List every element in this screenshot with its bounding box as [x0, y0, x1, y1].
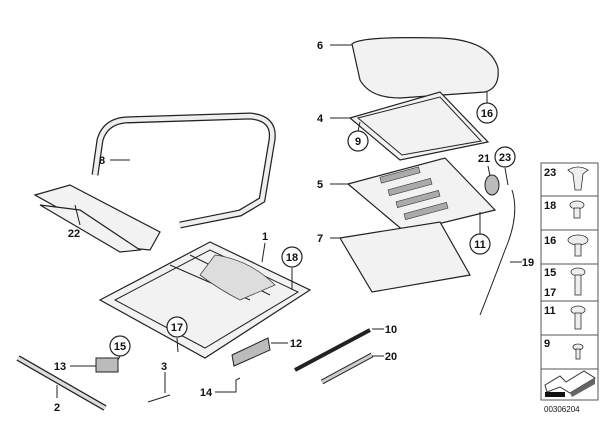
callout-18[interactable]: 18: [286, 252, 298, 264]
callout-17[interactable]: 17: [171, 322, 183, 334]
part-19-drain-hose[interactable]: [479, 189, 516, 316]
part-14-bracket[interactable]: [230, 377, 241, 393]
callout-8[interactable]: 8: [99, 155, 105, 167]
callout-6[interactable]: 6: [317, 40, 323, 52]
part-22-crossmember[interactable]: [33, 184, 161, 253]
clip-icon: [567, 166, 589, 191]
callout-16[interactable]: 16: [481, 108, 493, 120]
callout-11[interactable]: 11: [474, 239, 486, 251]
part-4-seal[interactable]: [348, 91, 490, 161]
callout-10[interactable]: 10: [385, 324, 397, 336]
part-13-motor[interactable]: [95, 357, 119, 373]
callout-4[interactable]: 4: [317, 113, 324, 125]
legend-17: 17: [544, 287, 556, 299]
callout-23[interactable]: 23: [499, 152, 511, 164]
part-6-glass-panel[interactable]: [351, 37, 499, 99]
callout-12[interactable]: 12: [290, 338, 302, 350]
legend-11: 11: [544, 305, 556, 317]
screw-icon: [567, 234, 589, 246]
callout-3[interactable]: 3: [161, 361, 167, 373]
callout-1[interactable]: 1: [262, 231, 268, 243]
diagram-code: 00306204: [544, 405, 580, 414]
callout-21[interactable]: 21: [478, 153, 490, 165]
legend-9: 9: [544, 338, 550, 350]
callout-13[interactable]: 13: [54, 361, 66, 373]
callout-14[interactable]: 14: [200, 387, 213, 399]
part-5-panel[interactable]: [346, 157, 497, 233]
part-1-sunroof-frame[interactable]: [98, 241, 312, 359]
part-12-wind-deflector[interactable]: [231, 337, 271, 367]
part-8-seal-frame[interactable]: [91, 112, 276, 229]
callout-7[interactable]: 7: [317, 233, 323, 245]
callout-15[interactable]: 15: [114, 341, 126, 353]
callout-9[interactable]: 9: [355, 136, 361, 148]
part-10-cable[interactable]: [294, 328, 371, 372]
callout-2[interactable]: 2: [54, 402, 60, 414]
legend-16: 16: [544, 235, 556, 247]
legend-23: 23: [544, 167, 556, 179]
fastener-legend: 23 18 16 15 17 11 9: [540, 162, 599, 401]
part-3-clip[interactable]: [147, 394, 171, 403]
arrow-symbol-icon: [544, 370, 596, 397]
callout-20[interactable]: 20: [385, 351, 397, 363]
callout-19[interactable]: 19: [522, 257, 534, 269]
legend-18: 18: [544, 200, 556, 212]
callout-22[interactable]: 22: [68, 228, 80, 240]
legend-15: 15: [544, 267, 556, 279]
part-21[interactable]: [484, 174, 500, 196]
callout-5[interactable]: 5: [317, 179, 323, 191]
part-7-headliner[interactable]: [339, 221, 471, 293]
